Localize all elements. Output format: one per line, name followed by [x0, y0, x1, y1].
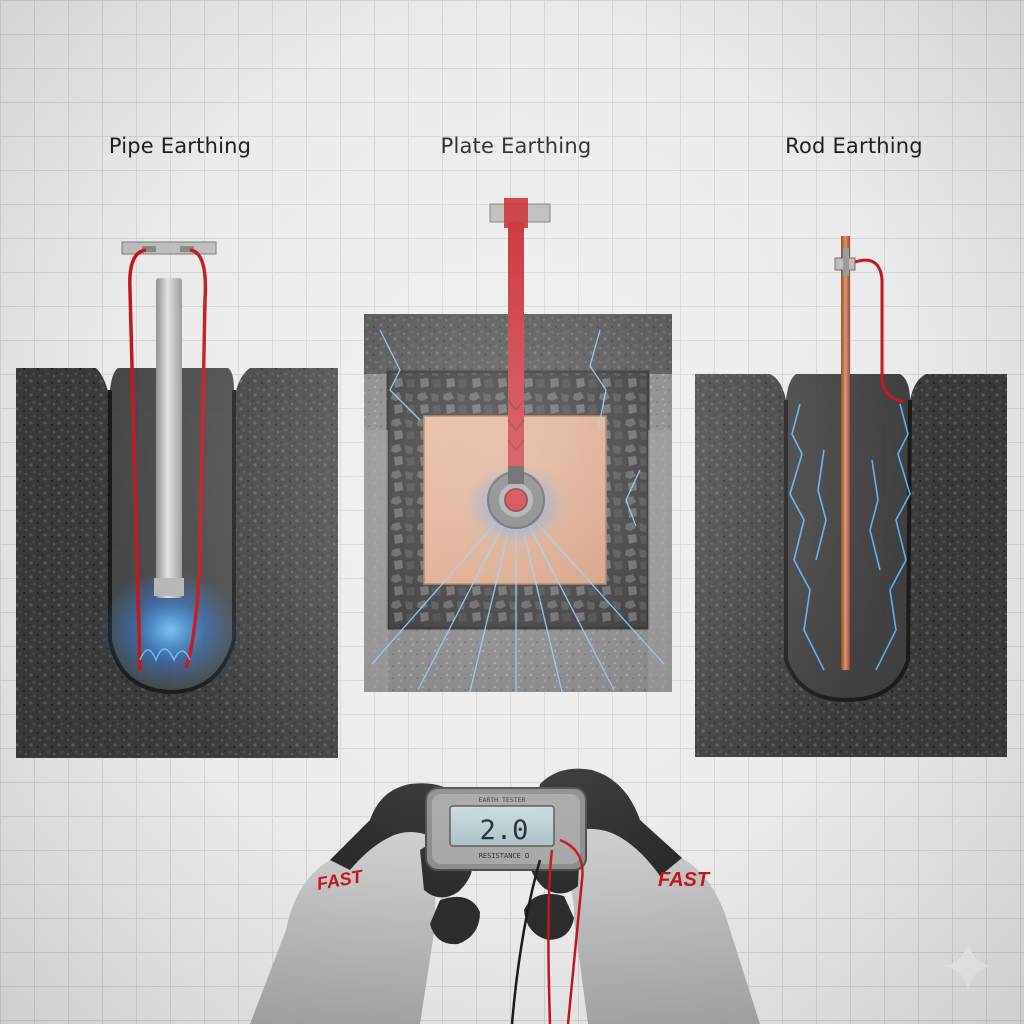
meter-header: EARTH TESTER	[479, 796, 526, 804]
meter-subtext: RESISTANCE Ω	[479, 852, 530, 860]
pipe-earthing-panel	[16, 242, 338, 758]
meter-reading: 2.0	[480, 815, 529, 846]
rod-electrode	[841, 236, 850, 670]
plate-earthing-panel	[364, 198, 672, 692]
pipe-electrode	[156, 278, 182, 598]
rod-earthing-title: Rod Earthing	[704, 134, 1004, 158]
meter-and-gloves	[250, 769, 992, 1024]
rod-earthing-panel	[695, 236, 1007, 757]
pipe-earthing-title: Pipe Earthing	[30, 134, 330, 158]
sparkle-icon	[944, 942, 992, 990]
plate-strap	[508, 206, 524, 466]
right-glove-brand: FAST	[658, 869, 711, 891]
pipe-clamp-bar	[122, 242, 216, 254]
plate-earthing-title: Plate Earthing	[366, 134, 666, 158]
plate-bolt	[505, 489, 527, 511]
